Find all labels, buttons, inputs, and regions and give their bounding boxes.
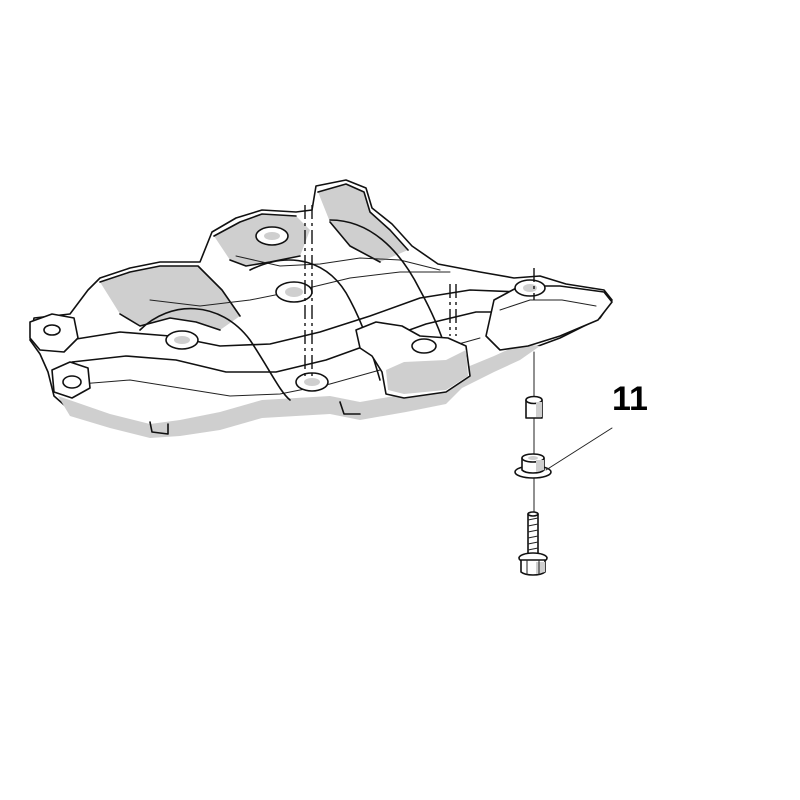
spacer-sleeve bbox=[525, 395, 543, 419]
right-flange bbox=[485, 285, 613, 351]
fastener-stack bbox=[514, 395, 552, 576]
mount-hole-left-inner bbox=[174, 336, 190, 344]
mount-hole-front-inner bbox=[304, 378, 320, 386]
left-lower-lug-hole bbox=[62, 375, 82, 389]
mount-hole-center-inner bbox=[285, 287, 303, 297]
trough-line-b bbox=[71, 311, 527, 373]
right-flange-inner bbox=[499, 299, 597, 311]
rib-line-3 bbox=[317, 183, 409, 263]
callout-label-11: 11 bbox=[612, 380, 648, 418]
left-ear-hole bbox=[43, 324, 61, 336]
mount-hole-right-inner bbox=[523, 284, 537, 292]
rib-shade-1 bbox=[100, 266, 240, 330]
trough-line-a bbox=[69, 289, 521, 347]
alignment-lines bbox=[304, 205, 535, 521]
underside-tab-1 bbox=[149, 421, 169, 435]
flange-grommet bbox=[514, 453, 552, 479]
callout-leader-11 bbox=[545, 427, 613, 471]
rib-line-2 bbox=[213, 213, 301, 267]
mount-hole-top-inner bbox=[264, 232, 280, 240]
trough-line-e bbox=[235, 255, 441, 271]
arch-3 bbox=[329, 219, 447, 351]
mount-hole-bracket bbox=[411, 338, 437, 354]
shield-plate bbox=[29, 179, 613, 438]
underside-tab-2 bbox=[339, 401, 361, 415]
right-bracket-shade bbox=[386, 350, 468, 394]
arch-1 bbox=[139, 307, 291, 401]
hex-bolt bbox=[518, 511, 548, 576]
rib-line-1 bbox=[99, 265, 241, 331]
